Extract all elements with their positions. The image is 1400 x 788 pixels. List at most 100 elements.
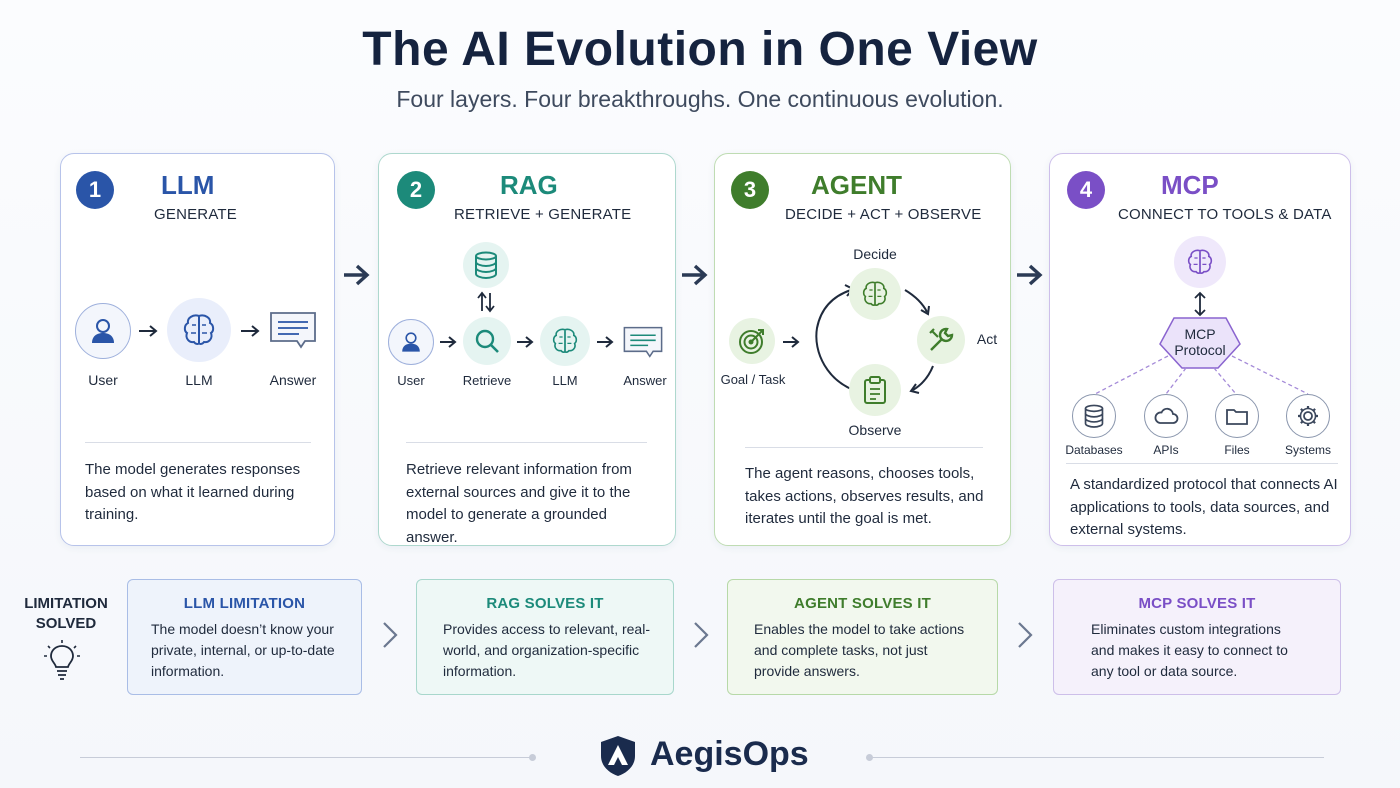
user-node <box>388 319 434 365</box>
lightbulb-icon <box>44 640 80 680</box>
database-icon <box>475 251 497 279</box>
node-label-retrieve: Retrieve <box>462 373 512 388</box>
act-node <box>917 316 965 364</box>
limitation-box-mcp: MCP SOLVES IT Eliminates custom integrat… <box>1053 579 1341 695</box>
node-label-apis: APIs <box>1153 443 1179 457</box>
brain-icon <box>1187 249 1213 274</box>
chevron-right-icon <box>1018 622 1033 648</box>
footer-dot <box>866 754 873 761</box>
user-icon <box>92 319 114 343</box>
node-label-llm: LLM <box>552 373 578 388</box>
card-description-agent: The agent reasons, chooses tools, takes … <box>745 465 984 527</box>
card-mcp: 4 MCP CONNECT TO TOOLS & DATA MCP Protoc… <box>1049 153 1351 546</box>
observe-node <box>849 364 901 416</box>
answer-node <box>265 305 321 355</box>
ai-node <box>1174 236 1226 288</box>
card-subtitle-rag: RETRIEVE + GENERATE <box>454 206 632 223</box>
card-description-rag: Retrieve relevant information from exter… <box>406 461 632 546</box>
limitation-box-llm: LLM LIMITATION The model doesn’t know yo… <box>127 579 362 695</box>
step-badge-3: 3 <box>731 171 769 209</box>
card-llm: 1 LLM GENERATE User LLM Answer The model… <box>60 153 335 546</box>
limitation-box-agent: AGENT SOLVES IT Enables the model to tak… <box>727 579 998 695</box>
limitation-text: Provides access to relevant, real-world,… <box>443 621 650 679</box>
node-label-act: Act <box>976 331 998 347</box>
flow-arrow <box>597 336 614 348</box>
target-icon <box>739 329 764 354</box>
mcp-protocol-label: MCP Protocol <box>1174 326 1226 358</box>
node-label-observe: Observe <box>848 422 902 438</box>
search-icon <box>475 329 499 353</box>
cloud-icon <box>1154 407 1179 424</box>
node-label-decide: Decide <box>853 246 897 262</box>
folder-icon <box>1226 409 1248 425</box>
card-subtitle-llm: GENERATE <box>154 206 238 223</box>
card-subtitle-agent: DECIDE + ACT + OBSERVE <box>785 206 982 223</box>
card-divider <box>745 447 983 448</box>
answer-node <box>621 324 665 360</box>
evolution-arrow <box>344 264 370 286</box>
brain-icon <box>183 314 215 345</box>
wrench-icon <box>929 327 954 351</box>
card-title-rag: RAG <box>500 170 558 200</box>
limitation-text: The model doesn’t know your private, int… <box>151 621 335 679</box>
node-label-user: User <box>397 373 425 388</box>
footer-divider-right <box>870 757 1324 758</box>
limitation-text: Eliminates custom integrations and makes… <box>1091 621 1288 679</box>
flow-arrow <box>517 336 534 348</box>
llm-node <box>540 316 590 366</box>
chat-icon <box>623 326 663 358</box>
step-badge-4: 4 <box>1067 171 1105 209</box>
database-node <box>463 242 509 288</box>
footer-dot <box>529 754 536 761</box>
goal-node <box>729 318 775 364</box>
user-icon <box>402 332 420 352</box>
evolution-arrow <box>1017 264 1043 286</box>
retrieve-node <box>463 317 511 365</box>
node-label-llm: LLM <box>185 372 213 388</box>
card-title-mcp: MCP <box>1161 170 1219 200</box>
gear-icon <box>1298 406 1318 426</box>
mcp-connector-lines <box>1094 317 1309 395</box>
decide-node <box>849 268 901 320</box>
card-agent: 3 AGENT DECIDE + ACT + OBSERVE Goal / Ta… <box>714 153 1011 546</box>
up-down-arrows-icon <box>477 291 495 313</box>
step-badge-1: 1 <box>76 171 114 209</box>
card-rag: 2 RAG RETRIEVE + GENERATE User Retrieve … <box>378 153 676 546</box>
llm-node <box>167 298 231 362</box>
database-icon <box>1084 404 1104 428</box>
shield-logo-icon <box>601 736 635 776</box>
node-label-user: User <box>88 372 118 388</box>
systems-node <box>1286 394 1330 438</box>
card-divider <box>85 442 311 443</box>
node-label-answer: Answer <box>623 373 667 388</box>
brain-icon <box>552 328 578 353</box>
node-label-files: Files <box>1224 443 1250 457</box>
card-divider <box>1066 463 1338 464</box>
brand-name: AegisOps <box>650 735 809 773</box>
limitation-title: RAG SOLVES IT <box>486 595 604 612</box>
card-description-mcp: A standardized protocol that connects AI… <box>1070 476 1338 538</box>
flow-arrow <box>440 336 457 348</box>
card-subtitle-mcp: CONNECT TO TOOLS & DATA <box>1118 206 1332 223</box>
card-title-agent: AGENT <box>811 170 902 200</box>
footer-divider-left <box>80 757 532 758</box>
limitation-box-rag: RAG SOLVES IT Provides access to relevan… <box>416 579 674 695</box>
chevron-right-icon <box>383 622 398 648</box>
limitation-title: LLM LIMITATION <box>183 595 306 612</box>
node-label-goal: Goal / Task <box>720 372 786 387</box>
page-title: The AI Evolution in One View <box>362 23 1038 76</box>
chat-icon <box>270 312 316 349</box>
node-label-systems: Systems <box>1284 443 1331 457</box>
user-node <box>75 303 131 359</box>
up-down-arrows-icon <box>1194 291 1206 317</box>
node-label-answer: Answer <box>269 372 317 388</box>
step-badge-2: 2 <box>397 171 435 209</box>
limitation-title: MCP SOLVES IT <box>1138 595 1256 612</box>
files-node <box>1215 394 1259 438</box>
databases-node <box>1072 394 1116 438</box>
flow-arrow <box>783 336 800 348</box>
page-subtitle: Four layers. Four breakthroughs. One con… <box>396 86 1004 112</box>
chevron-right-icon <box>694 622 709 648</box>
cycle-arrows <box>815 284 934 394</box>
card-title-llm: LLM <box>161 170 215 200</box>
